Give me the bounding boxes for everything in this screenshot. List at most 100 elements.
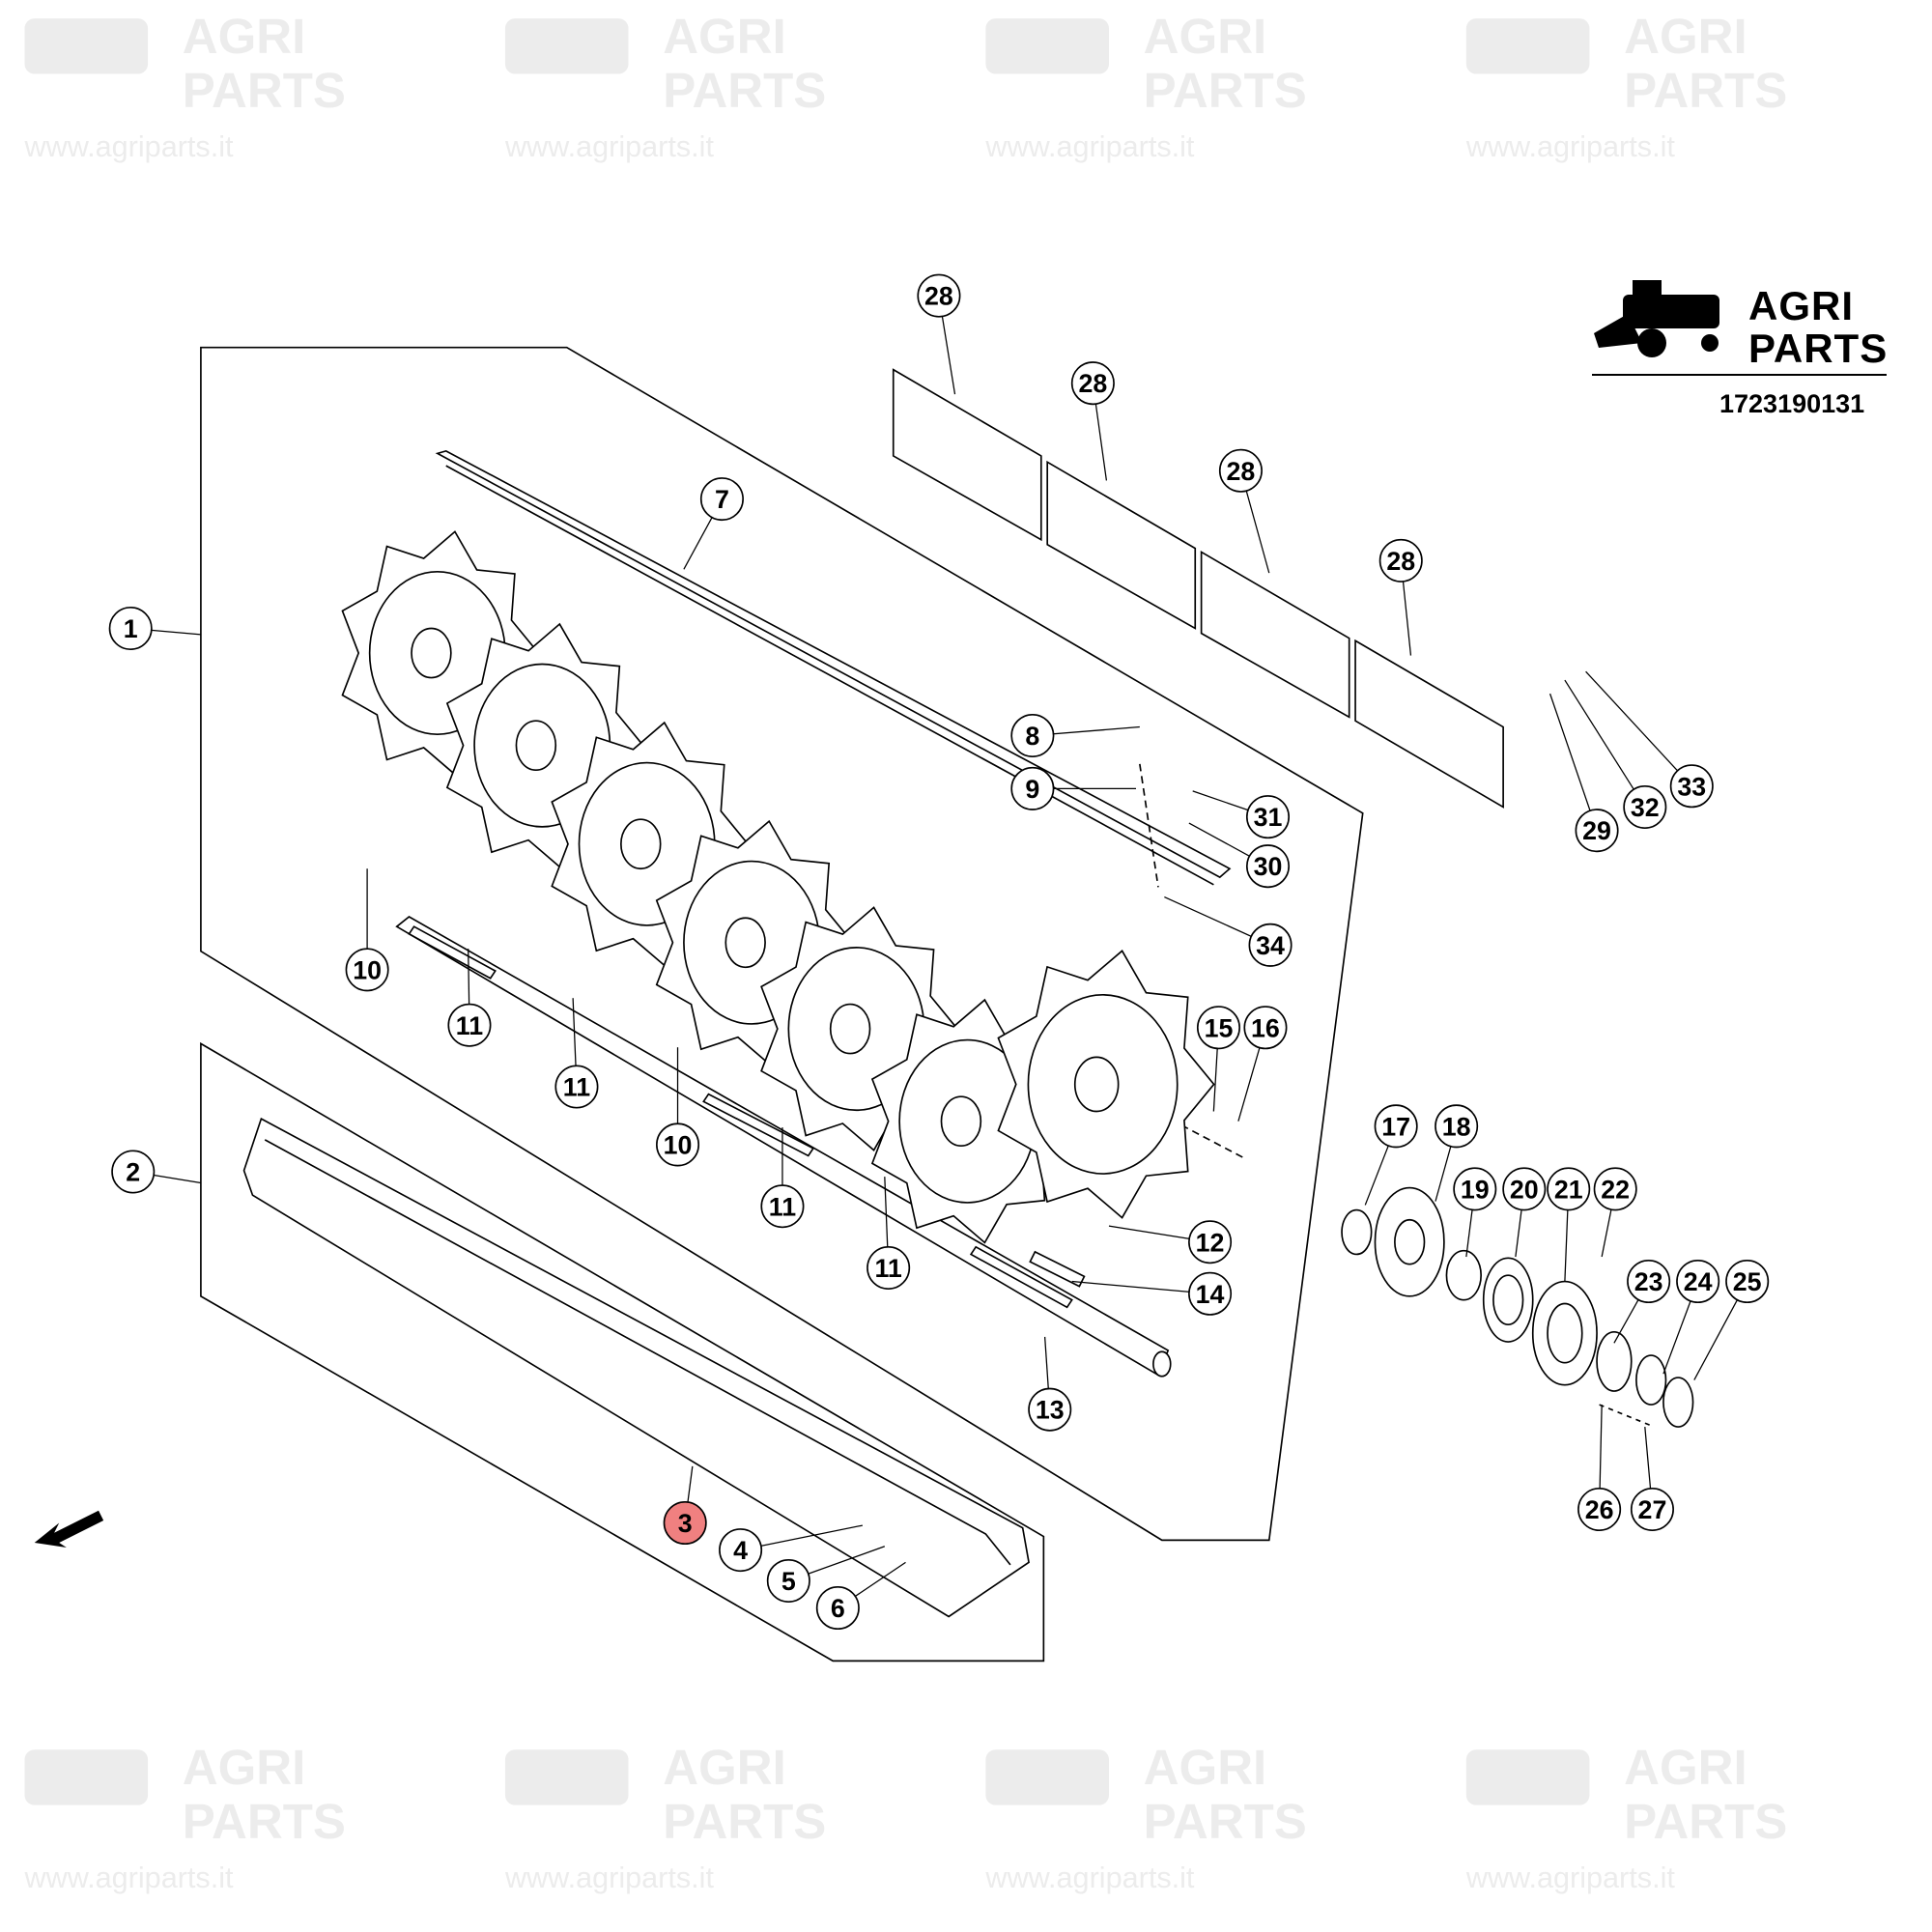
callout-30[interactable]: 30 [1245,844,1291,889]
callout-15[interactable]: 15 [1196,1006,1240,1050]
callout-17[interactable]: 17 [1374,1104,1418,1149]
callout-6[interactable]: 6 [815,1586,860,1631]
callout-10[interactable]: 10 [656,1122,700,1167]
plate-28b [1046,460,1197,630]
callout-31[interactable]: 31 [1245,795,1291,839]
callout-28[interactable]: 28 [1070,361,1115,406]
callout-33[interactable]: 33 [1669,764,1714,809]
callout-28[interactable]: 28 [1218,448,1263,493]
callout-label: 12 [1196,1228,1225,1257]
callout-34[interactable]: 34 [1248,923,1293,967]
callout-19[interactable]: 19 [1453,1167,1497,1211]
svg-text:AGRI: AGRI [1624,1740,1747,1795]
callout-11[interactable]: 11 [867,1245,911,1291]
svg-text:AGRI: AGRI [183,9,306,64]
callout-label: 27 [1638,1495,1667,1524]
svg-text:AGRI: AGRI [1624,9,1747,64]
callout-21[interactable]: 21 [1547,1167,1591,1211]
callout-28[interactable]: 28 [1378,538,1423,582]
callout-label: 33 [1677,772,1706,801]
svg-text:AGRI: AGRI [1144,1740,1267,1795]
svg-text:AGRI: AGRI [663,1740,786,1795]
svg-text:www.agriparts.it: www.agriparts.it [1465,130,1676,163]
svg-text:AGRI: AGRI [1144,9,1267,64]
callout-29[interactable]: 29 [1575,809,1619,853]
callout-4[interactable]: 4 [719,1528,763,1573]
callout-8[interactable]: 8 [1010,713,1055,757]
callout-11[interactable]: 11 [554,1065,599,1109]
callout-label: 15 [1205,1013,1234,1042]
callout-11[interactable]: 11 [447,1003,492,1047]
callout-7[interactable]: 7 [699,477,744,522]
plate-28a [892,368,1042,542]
callout-32[interactable]: 32 [1623,784,1667,829]
svg-text:PARTS: PARTS [1144,63,1307,118]
callout-label: 19 [1461,1175,1490,1204]
callout-24[interactable]: 24 [1676,1260,1720,1304]
callout-label: 34 [1256,931,1285,960]
leader-line [1564,679,1646,808]
callout-22[interactable]: 22 [1593,1167,1637,1211]
callout-label: 26 [1585,1495,1614,1524]
svg-text:PARTS: PARTS [183,63,346,118]
callout-5[interactable]: 5 [766,1558,810,1603]
callout-12[interactable]: 12 [1188,1220,1233,1264]
leader-line [1585,670,1692,787]
callout-2[interactable]: 2 [111,1150,156,1194]
callout-27[interactable]: 27 [1630,1487,1674,1532]
callout-16[interactable]: 16 [1243,1006,1288,1050]
combine-harvester-icon [1594,280,1719,357]
callout-label: 4 [733,1536,748,1565]
callout-label: 29 [1582,816,1611,845]
callout-label: 28 [924,282,953,311]
callout-label: 20 [1510,1175,1539,1204]
callout-label: 11 [769,1192,796,1221]
callout-13[interactable]: 13 [1028,1387,1072,1432]
callout-label: 11 [456,1011,483,1040]
logo-brand-line1: AGRI [1748,283,1854,328]
callout-10[interactable]: 10 [345,948,389,992]
callout-label: 30 [1254,852,1283,881]
callout-label: 23 [1634,1267,1663,1296]
callout-label: 25 [1733,1267,1762,1296]
callout-25[interactable]: 25 [1725,1260,1770,1304]
svg-text:www.agriparts.it: www.agriparts.it [24,1861,235,1894]
callout-label: 9 [1025,775,1039,804]
callout-label: 14 [1196,1280,1225,1309]
svg-text:www.agriparts.it: www.agriparts.it [1465,1861,1676,1894]
callout-14[interactable]: 14 [1188,1271,1233,1316]
frame-assembly-1 [200,346,1364,1542]
callout-18[interactable]: 18 [1435,1104,1479,1149]
callout-23[interactable]: 23 [1627,1260,1671,1304]
callout-label: 28 [1078,369,1107,398]
callout-label: 11 [563,1073,590,1102]
svg-text:www.agriparts.it: www.agriparts.it [504,130,715,163]
callout-label: 11 [874,1254,901,1283]
callout-label: 10 [664,1131,693,1160]
svg-text:www.agriparts.it: www.agriparts.it [504,1861,715,1894]
svg-text:PARTS: PARTS [663,1794,826,1849]
frame-assembly-2 [200,1041,1045,1662]
callout-28[interactable]: 28 [917,273,961,318]
svg-text:PARTS: PARTS [1624,1794,1787,1849]
callout-26[interactable]: 26 [1577,1487,1622,1532]
callout-11[interactable]: 11 [760,1184,805,1229]
svg-text:www.agriparts.it: www.agriparts.it [984,1861,1195,1894]
callout-20[interactable]: 20 [1502,1167,1547,1211]
callout-1[interactable]: 1 [108,606,153,651]
callout-label: 22 [1601,1175,1630,1204]
direction-arrow-icon [34,1510,104,1548]
callout-9[interactable]: 9 [1010,766,1055,810]
callout-3[interactable]: 3 [663,1501,707,1546]
svg-text:PARTS: PARTS [663,63,826,118]
svg-text:PARTS: PARTS [1144,1794,1307,1849]
callout-label: 10 [353,955,382,984]
